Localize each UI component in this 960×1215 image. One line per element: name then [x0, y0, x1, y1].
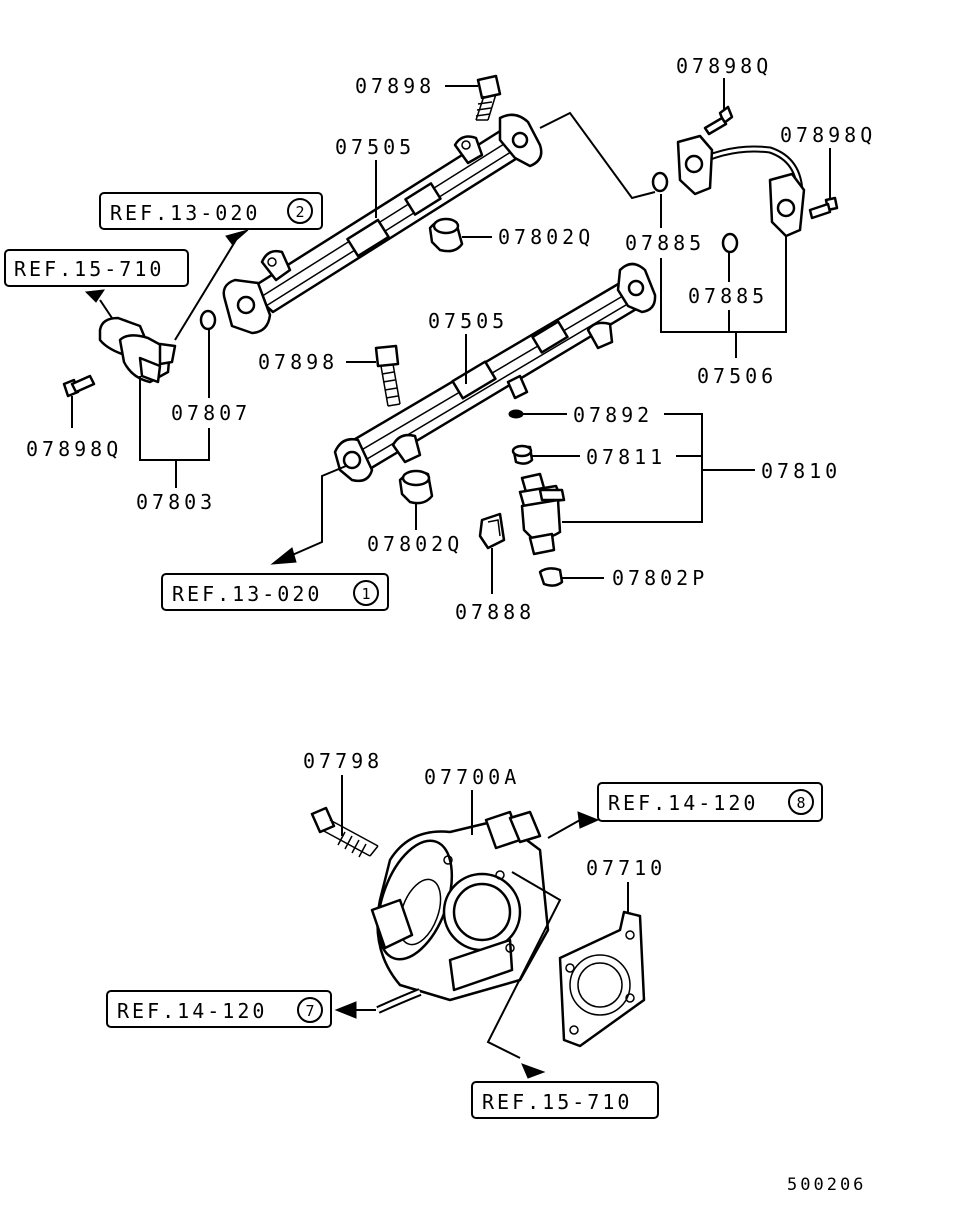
ref-text: REF.14-120 — [608, 791, 758, 815]
label-07892: 07892 — [573, 403, 653, 427]
label-07802q-lower: 07802Q — [367, 532, 463, 556]
seal-07802p-icon — [538, 567, 564, 587]
insulator-lower-icon — [398, 469, 434, 505]
bolt-07898q-right-icon — [808, 196, 839, 220]
part-labels: 07898 07505 07898Q 07898Q 07802Q 07885 0… — [26, 54, 876, 880]
ref-box-13-020-1: REF.13-020 1 — [161, 573, 389, 611]
ref-text: REF.14-120 — [117, 999, 267, 1023]
injector-icon — [518, 472, 566, 556]
label-07885-right: 07885 — [688, 284, 768, 308]
label-07898-upper: 07898 — [355, 74, 435, 98]
arrow-ref-14-120-7-icon — [334, 1001, 357, 1019]
label-07505-lower: 07505 — [428, 309, 508, 333]
ref-circle-number: 8 — [796, 794, 805, 812]
label-07802q-upper: 07802Q — [498, 225, 594, 249]
clip-07888-icon — [478, 512, 506, 550]
ref-circle-number: 1 — [361, 585, 370, 603]
grommet-07811-icon — [511, 444, 534, 465]
label-07807: 07807 — [171, 401, 251, 425]
throttle-body — [370, 810, 550, 1014]
fuel-rail-lower — [333, 262, 657, 483]
ref-circle-number: 7 — [305, 1002, 314, 1020]
label-07798: 07798 — [303, 749, 383, 773]
ref-box-15-710-top: REF.15-710 — [4, 249, 189, 287]
ref-box-15-710-bottom: REF.15-710 — [471, 1081, 659, 1119]
ref-box-14-120-8: REF.14-120 8 — [597, 782, 823, 822]
oring-07892-icon — [508, 409, 524, 419]
label-07700a: 07700A — [424, 765, 520, 789]
ref-text: REF.15-710 — [14, 257, 164, 281]
ref-text: REF.13-020 — [172, 582, 322, 606]
label-07506: 07506 — [697, 364, 777, 388]
bolt-07898q-top-icon — [703, 105, 734, 136]
label-07885-left: 07885 — [625, 231, 705, 255]
arrow-ref-14-120-8-icon — [577, 811, 600, 829]
leader-lines — [71, 78, 831, 1059]
bolt-07898-lower-icon — [374, 344, 401, 407]
label-07898q-top: 07898Q — [676, 54, 772, 78]
label-07811: 07811 — [586, 445, 666, 469]
arrow-ref-15-710-top-icon — [84, 289, 106, 303]
oring-07885-right-icon — [721, 232, 739, 254]
fuel-pipe — [676, 134, 806, 238]
pressure-regulator-icon — [98, 316, 177, 384]
ref-box-13-020-2: REF.13-020 2 — [99, 192, 323, 230]
ref-circle-number: 2 — [295, 203, 304, 221]
bolt-07898-upper-icon — [475, 74, 502, 121]
arrow-ref-15-710-bottom-icon — [521, 1063, 546, 1079]
fuel-rail-upper — [222, 113, 543, 335]
label-07803: 07803 — [136, 490, 216, 514]
label-07710: 07710 — [586, 856, 666, 880]
ref-box-14-120-7: REF.14-120 7 — [106, 990, 332, 1028]
label-07810: 07810 — [761, 459, 841, 483]
oring-07885-left-icon — [651, 171, 669, 193]
ref-text: REF.15-710 — [482, 1090, 632, 1114]
footer-code: 500206 — [787, 1175, 866, 1195]
label-07898-lower: 07898 — [258, 350, 338, 374]
label-07802p: 07802P — [612, 566, 708, 590]
label-07898q-left: 07898Q — [26, 437, 122, 461]
ref-text: REF.13-020 — [110, 201, 260, 225]
label-07888: 07888 — [455, 600, 535, 624]
label-07898q-right: 07898Q — [780, 123, 876, 147]
insulator-upper-icon — [428, 217, 464, 253]
label-07505-upper: 07505 — [335, 135, 415, 159]
oring-07807-icon — [199, 309, 217, 331]
throttle-bolt-icon — [310, 806, 379, 858]
gasket-icon — [558, 910, 646, 1048]
arrow-ref-13-020-1-icon — [270, 547, 297, 565]
arrow-ref-13-020-2-icon — [225, 229, 249, 245]
bolt-07898q-left-icon — [62, 374, 96, 398]
